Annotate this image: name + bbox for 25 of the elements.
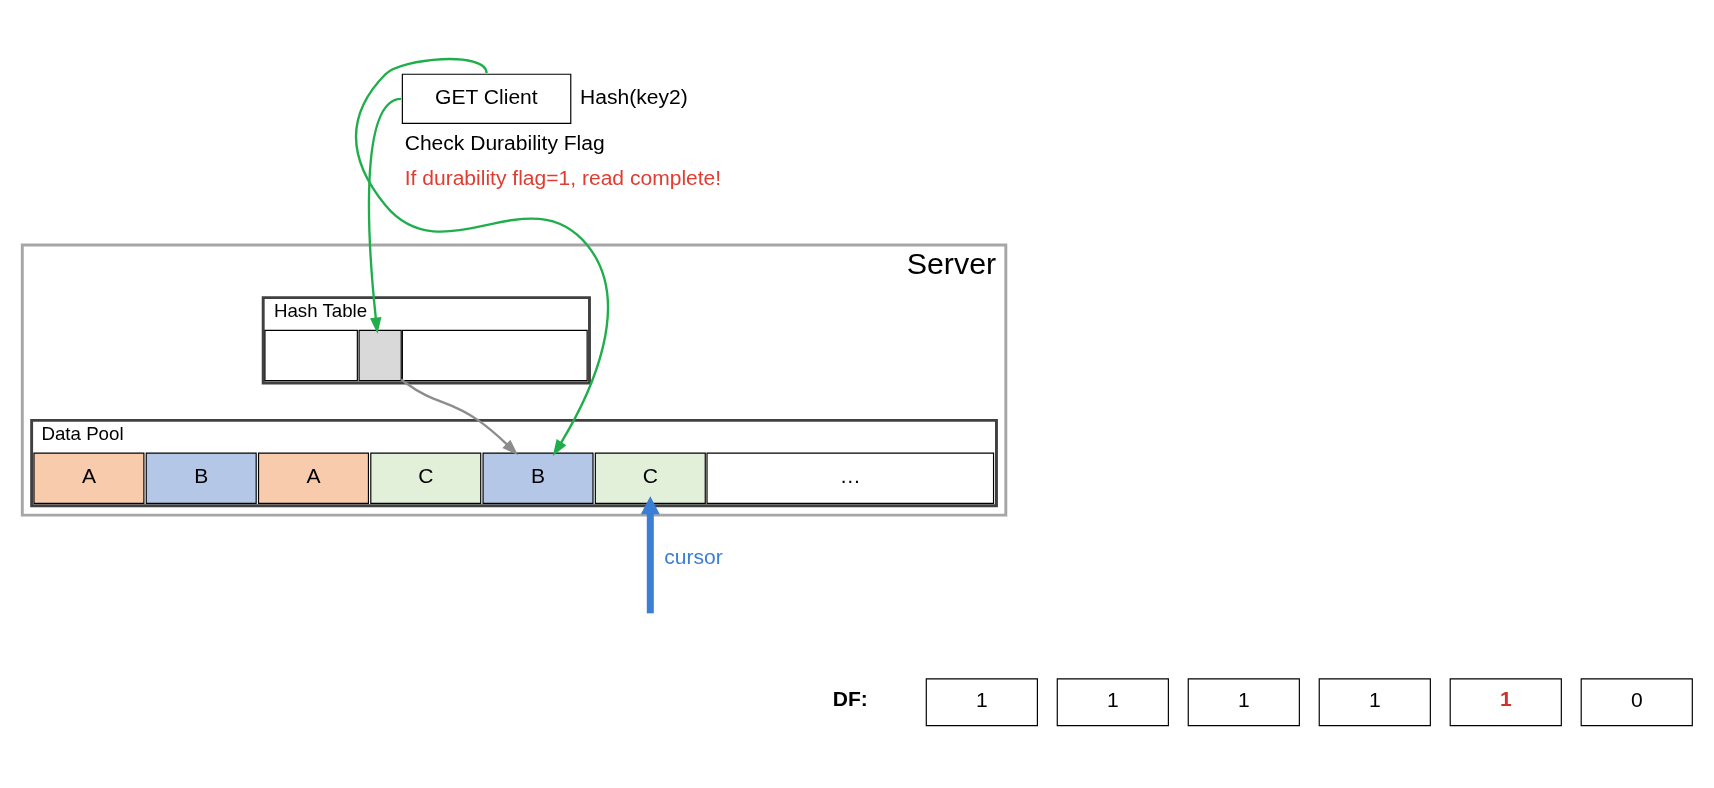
label: 1 (1368, 687, 1381, 711)
label: 0 (1630, 687, 1643, 711)
node-box: B (482, 452, 594, 504)
node-box: … (706, 452, 995, 504)
node-box: C (370, 452, 482, 504)
node-label: Check Durability Flag (404, 130, 605, 154)
label: 1 (975, 687, 988, 711)
node-box: B (145, 452, 257, 504)
label: 1 (1237, 687, 1250, 711)
arrow (640, 495, 660, 613)
node-label: Hash(key2) (580, 84, 688, 108)
label: DF: (832, 686, 868, 710)
arrow (367, 97, 402, 334)
node-box (401, 329, 588, 381)
arrow (355, 57, 609, 456)
node-box (264, 329, 358, 381)
arrow (400, 377, 519, 455)
node-box: A (257, 452, 370, 504)
node-box: A (33, 452, 145, 504)
label: 1 (1499, 686, 1512, 710)
node-box (358, 329, 402, 381)
node-box: C (594, 452, 706, 504)
label: 1 (1106, 687, 1119, 711)
node-label: If durability flag=1, read complete! (404, 165, 722, 189)
edge-label: cursor (664, 544, 723, 568)
